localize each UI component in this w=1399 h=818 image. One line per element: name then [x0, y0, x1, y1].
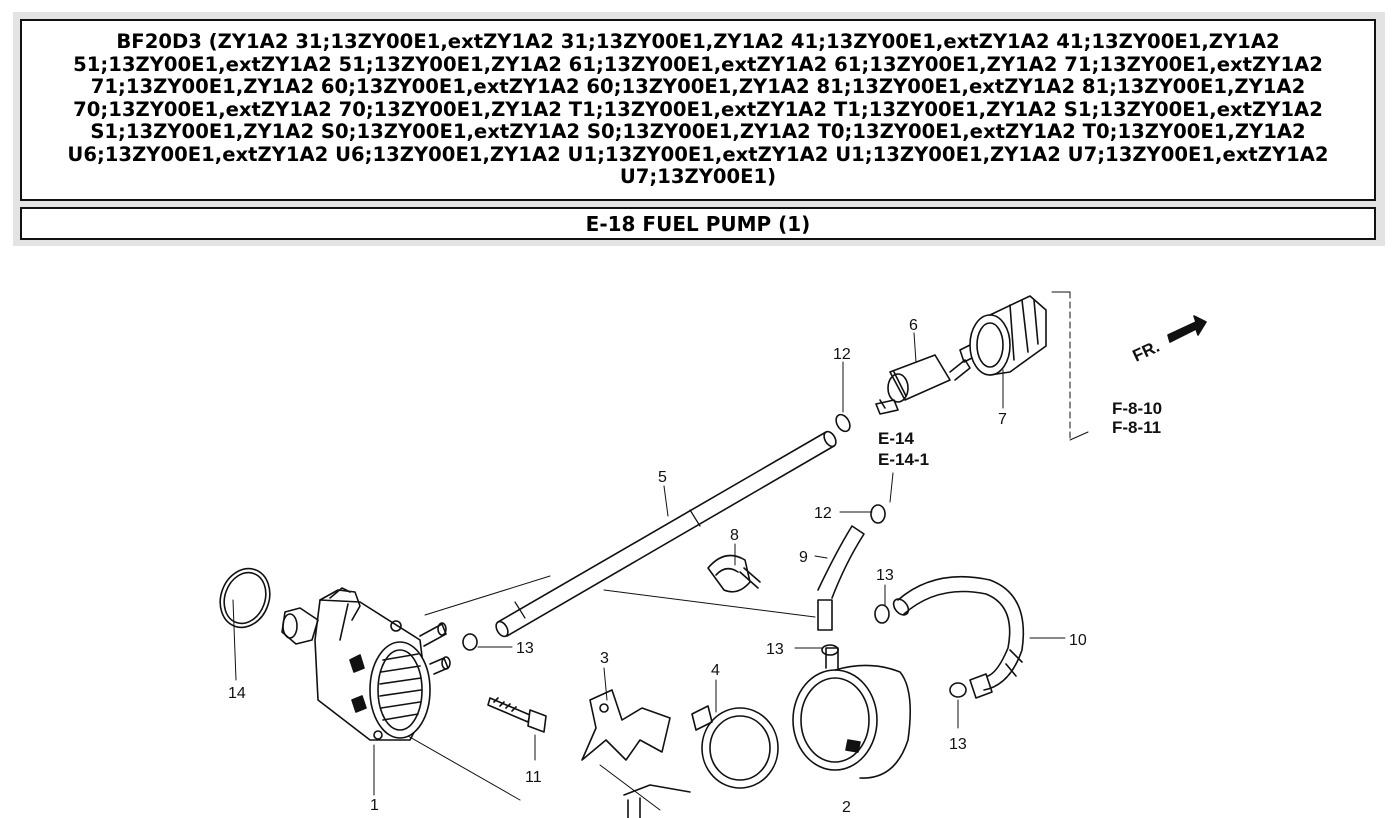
callout-7: 7 — [998, 411, 1007, 428]
callout-11: 11 — [525, 769, 542, 786]
fuel-tube — [495, 430, 837, 638]
flange-bolt — [487, 697, 547, 733]
callout-4: 4 — [711, 662, 720, 679]
lower-partial-parts — [623, 784, 691, 818]
callout-13-right: 13 — [949, 736, 967, 753]
callout-10: 10 — [1069, 632, 1087, 649]
fuel-pump-body — [281, 587, 451, 741]
mounting-bracket — [581, 689, 671, 761]
fuel-joint — [875, 343, 977, 415]
front-arrow — [1167, 315, 1207, 343]
fuel-connector — [969, 295, 1047, 376]
model-title-box: BF20D3 (ZY1A2 31;13ZY00E1,extZY1A2 31;13… — [20, 19, 1376, 201]
callout-14: 14 — [228, 685, 246, 702]
callout-13-center: 13 — [766, 641, 784, 658]
callout-9: 9 — [799, 549, 808, 566]
section-title: E-18 FUEL PUMP (1) — [585, 211, 811, 236]
callout-12-mid: 12 — [814, 505, 832, 522]
ref-f8-10: F-8-10 — [1112, 399, 1162, 418]
hose-clamp — [707, 554, 761, 593]
short-hose — [817, 525, 865, 631]
callout-6: 6 — [909, 317, 918, 334]
ref-e14: E-14 — [878, 429, 914, 448]
tube-clips — [462, 413, 967, 698]
leader-lines — [232, 291, 1089, 811]
callout-3: 3 — [600, 650, 609, 667]
callout-2: 2 — [842, 799, 851, 816]
callout-1: 1 — [370, 797, 379, 814]
reference-labels: E-14 E-14-1 F-8-10 F-8-11 FR. — [878, 337, 1163, 469]
callout-13-left: 13 — [516, 640, 534, 657]
fuel-filter-cup — [792, 647, 912, 779]
ref-e14-1: E-14-1 — [878, 450, 929, 469]
hose-band — [691, 705, 779, 789]
ref-f8-11: F-8-11 — [1112, 418, 1161, 437]
callout-13-upper: 13 — [876, 567, 894, 584]
callout-5: 5 — [658, 469, 667, 486]
callout-12-top: 12 — [833, 346, 851, 363]
o-ring — [219, 567, 271, 629]
fuel-pump-exploded-diagram: 14 1 3 4 5 6 7 8 9 10 11 12 12 13 13 13 … — [219, 291, 1207, 818]
callout-8: 8 — [730, 527, 739, 544]
front-label: FR. — [1130, 337, 1163, 366]
curved-hose — [892, 575, 1025, 699]
callout-labels: 14 1 3 4 5 6 7 8 9 10 11 12 12 13 13 13 … — [228, 317, 1087, 816]
section-title-box: E-18 FUEL PUMP (1) — [20, 207, 1376, 240]
model-title: BF20D3 (ZY1A2 31;13ZY00E1,extZY1A2 31;13… — [67, 30, 1329, 189]
